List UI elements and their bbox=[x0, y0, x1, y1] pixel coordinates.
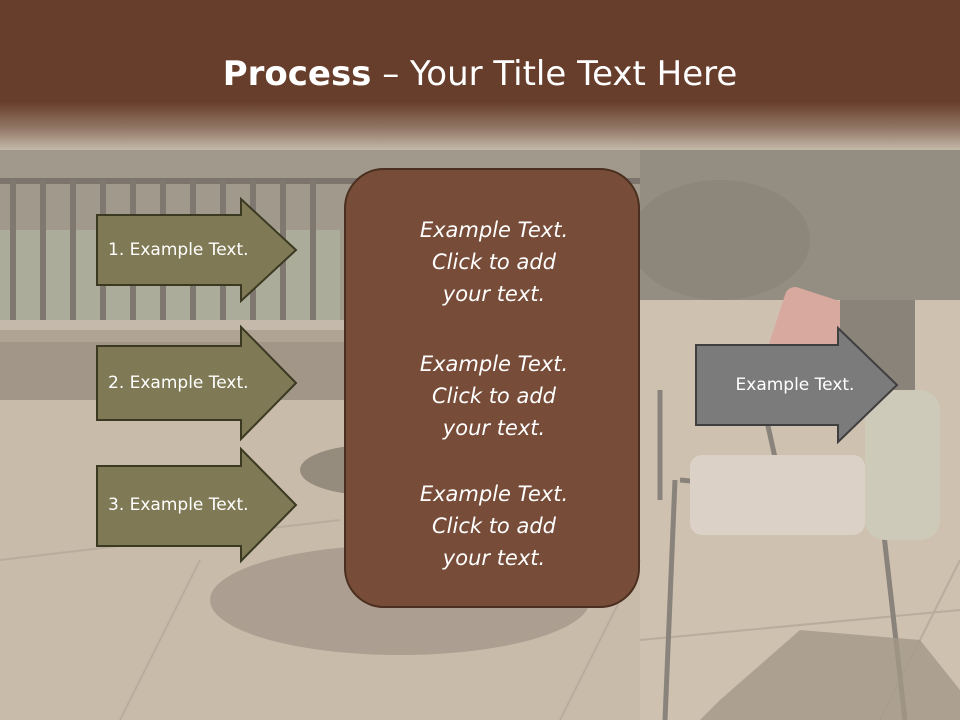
title-regular-part: – Your Title Text Here bbox=[371, 54, 738, 94]
slide-title[interactable]: Process – Your Title Text Here bbox=[0, 52, 960, 96]
step-arrow-3[interactable]: 3. Example Text. bbox=[96, 446, 298, 564]
center-text-line: your text. bbox=[442, 416, 546, 440]
output-arrow-shape bbox=[695, 325, 899, 445]
step-label: 1. Example Text. bbox=[108, 240, 249, 260]
center-text-line: your text. bbox=[442, 546, 546, 570]
center-text-line: Click to add bbox=[431, 250, 556, 274]
output-label: Example Text. bbox=[735, 375, 855, 395]
center-text-line: Click to add bbox=[431, 514, 556, 538]
center-text-line: Example Text. bbox=[419, 218, 569, 242]
step-arrow-shape bbox=[96, 324, 298, 442]
title-bold-part: Process bbox=[222, 54, 372, 94]
center-text-block-1[interactable]: Example Text. Click to add your text. bbox=[346, 214, 642, 310]
center-process-box[interactable]: Example Text. Click to add your text. Ex… bbox=[344, 168, 640, 608]
step-arrow-shape bbox=[96, 446, 298, 564]
step-arrow-2[interactable]: 2. Example Text. bbox=[96, 324, 298, 442]
step-arrow-shape bbox=[96, 196, 298, 304]
step-label: 3. Example Text. bbox=[108, 495, 249, 515]
center-text-line: Example Text. bbox=[419, 352, 569, 376]
step-arrow-1[interactable]: 1. Example Text. bbox=[96, 196, 298, 304]
center-text-line: your text. bbox=[442, 282, 546, 306]
center-text-line: Click to add bbox=[431, 384, 556, 408]
title-bar bbox=[0, 0, 960, 150]
center-text-block-3[interactable]: Example Text. Click to add your text. bbox=[346, 478, 642, 574]
center-text-block-2[interactable]: Example Text. Click to add your text. bbox=[346, 348, 642, 444]
output-arrow[interactable]: Example Text. bbox=[695, 325, 899, 445]
step-label: 2. Example Text. bbox=[108, 373, 249, 393]
center-text-line: Example Text. bbox=[419, 482, 569, 506]
